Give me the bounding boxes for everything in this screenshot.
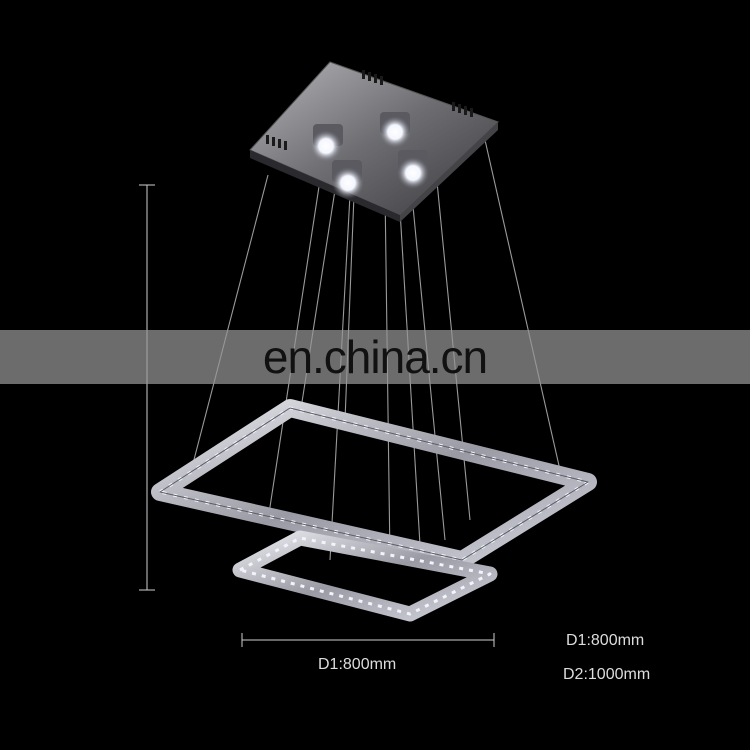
lower-crystal-ring: [232, 530, 498, 622]
width-dimension-label: D1:800mm: [318, 656, 397, 673]
width-dimension-line: [241, 633, 495, 647]
watermark-band: [0, 330, 750, 384]
ceiling-plate: [249, 61, 499, 222]
spec-d2-label: D2:1000mm: [563, 666, 651, 683]
led-lights: [310, 112, 429, 199]
upper-crystal-ring: [151, 399, 597, 569]
height-dimension-line: [139, 184, 155, 591]
spec-d1-label: D1:800mm: [566, 632, 645, 649]
watermark-text: en.china.cn: [262, 331, 488, 383]
